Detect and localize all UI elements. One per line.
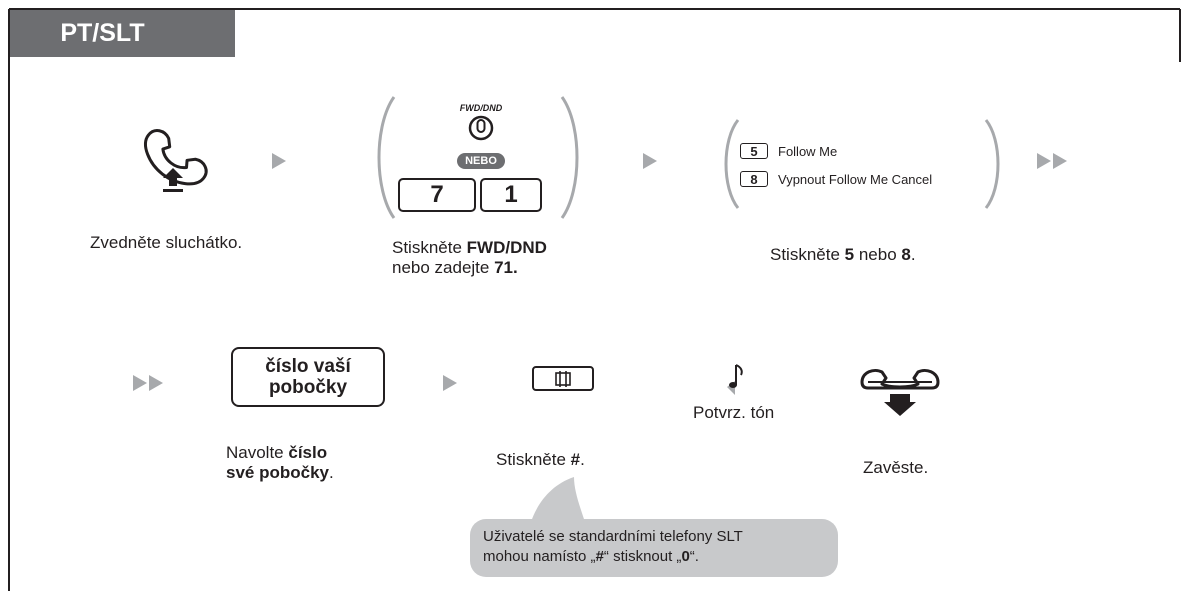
continue-arrow-icon: [149, 375, 163, 391]
hash-key[interactable]: [532, 366, 594, 391]
option-follow-me-cancel: 8 Vypnout Follow Me Cancel: [740, 171, 932, 187]
extension-caption: Navolte číslo své pobočky.: [226, 443, 334, 482]
continue-arrow-icon: [1037, 153, 1051, 169]
hash-caption: Stiskněte #.: [496, 450, 585, 469]
right-paren: [560, 96, 579, 219]
tone-caption: Potvrz. tón: [693, 403, 775, 422]
fwd-caption: Stiskněte FWD/DND nebo zadejte 71.: [392, 238, 547, 277]
note-bubble-pointer: [530, 477, 586, 525]
next-arrow-icon: [443, 375, 457, 391]
slt-note-bubble: Uživatelé se standardními telefony SLT m…: [470, 519, 838, 577]
option-follow-me: 5 Follow Me: [740, 143, 837, 159]
offhook-handset-icon: [144, 129, 208, 192]
confirmation-tone-icon: [727, 364, 743, 395]
or-badge: NEBO: [457, 153, 505, 169]
key-5[interactable]: 5: [740, 143, 768, 159]
fwd-dnd-button-icon[interactable]: [467, 114, 495, 142]
right-paren: [984, 119, 1000, 209]
offhook-caption: Zvedněte sluchátko.: [90, 233, 243, 252]
mode-tab: PT/SLT: [10, 10, 235, 57]
continue-arrow-icon: [133, 375, 147, 391]
next-arrow-icon: [272, 153, 286, 169]
options-caption: Stiskněte 5 nebo 8.: [770, 245, 916, 264]
onhook-caption: Zavěste.: [863, 458, 929, 477]
next-arrow-icon: [643, 153, 657, 169]
key-1[interactable]: 1: [480, 178, 542, 212]
left-paren: [377, 96, 396, 219]
key-7[interactable]: 7: [398, 178, 476, 212]
continue-arrow-icon: [1053, 153, 1067, 169]
left-paren: [724, 119, 740, 209]
key-8[interactable]: 8: [740, 171, 768, 187]
fwd-dnd-button-label: FWD/DND: [459, 103, 503, 113]
extension-number-box[interactable]: číslo vaší pobočky: [231, 347, 385, 407]
onhook-handset-icon: [860, 368, 940, 416]
hash-symbol-icon: [555, 370, 571, 387]
